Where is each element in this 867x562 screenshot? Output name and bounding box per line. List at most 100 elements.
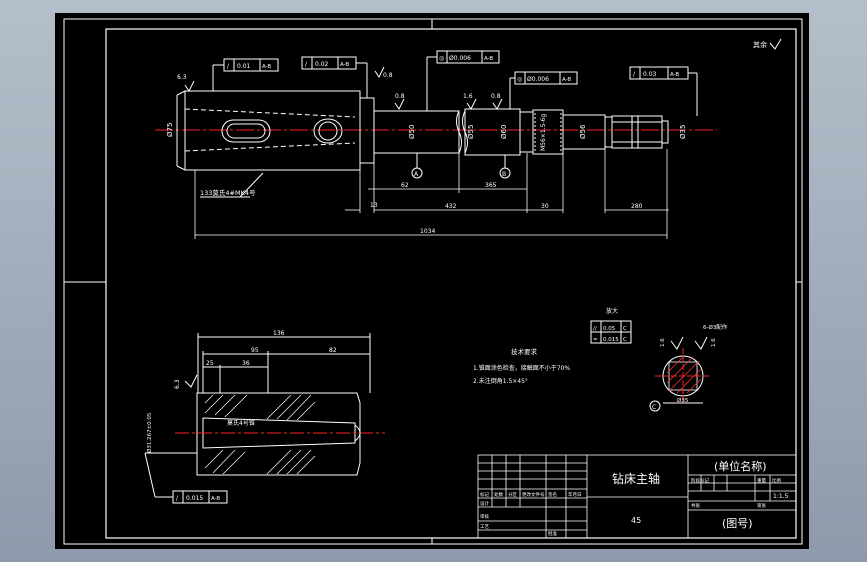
svg-text:B: B [502,171,506,178]
svg-text:A: A [414,171,419,178]
svg-text:/: / [227,63,230,70]
svg-text:签名: 签名 [548,491,557,498]
svg-text:0.01: 0.01 [237,63,251,70]
svg-text:1.6: 1.6 [711,338,717,347]
svg-text:Ø35: Ø35 [677,397,689,404]
diam-s2: Ø55 [467,125,475,139]
svg-text:0.02: 0.02 [315,61,329,68]
section-label: 放大 [606,307,618,315]
svg-text:设计: 设计 [480,500,489,507]
svg-text:A-B: A-B [670,72,679,78]
thread-spec: M56×1.5-6g [540,114,547,151]
svg-text:工艺: 工艺 [480,524,489,530]
taper-note: 133莫氏4#MK4号 [200,188,256,197]
svg-text:分区: 分区 [508,491,517,498]
datum-a [411,167,423,179]
company-name: (单位名称) [714,459,767,473]
technical-notes: 技术要求 1.锥面涂色检查，接触面不小于70% 2.未注倒角1.5×45° [473,347,570,385]
spline-section [611,115,663,149]
diam-s3: Ø60 [500,125,508,139]
material: 45 [631,516,641,525]
scale: 1:1.5 [773,493,789,500]
dim-365: 365 [485,182,497,189]
svg-text:重量: 重量 [757,477,766,484]
diam-s5: Ø56 [579,124,587,139]
shaft-section-1 [373,110,460,154]
dim-432: 432 [445,203,457,210]
svg-text:标记: 标记 [480,491,489,498]
svg-text:年月日: 年月日 [568,491,582,498]
svg-text:A-B: A-B [211,496,220,502]
svg-text:Ø0.006: Ø0.006 [527,76,549,83]
roughness-corner-symbol [769,38,782,50]
svg-text:136: 136 [273,330,285,337]
drawing-sheet[interactable]: 其余 Ø75 [55,13,809,549]
svg-text:36: 36 [242,360,250,367]
outer-frame [63,18,803,545]
tol-frame-4: ◎ Ø0.006 A-B [509,71,578,109]
section-view: 放大 // 0.05 C = 0.015 C 1.6 1.6 6-Ø3配作 Ø3… [590,307,728,412]
roughness-symbols [184,66,503,110]
svg-text:处数: 处数 [494,491,503,498]
diam-left: Ø75 [166,123,174,137]
svg-text:C: C [623,326,627,332]
svg-text:A-B: A-B [484,56,493,62]
detail-view: 136 95 82 25 36 莫氏4号锥 6.3 Ø31.267±0.05 /… [144,330,385,504]
svg-text:25: 25 [206,360,214,367]
svg-text:A-B: A-B [340,62,349,68]
svg-text:82: 82 [329,347,337,354]
tol-frame-5: / 0.03 A-B [629,66,698,116]
svg-text:/: / [176,495,179,502]
tol-frame-3: ◎ Ø0.006 A-B [426,50,500,111]
tol-frame-2: / 0.02 A-B [301,56,368,98]
dim-30: 30 [541,203,549,210]
svg-text:共张: 共张 [691,502,700,509]
detail-hatching [204,394,316,475]
svg-text:◎: ◎ [517,76,522,83]
svg-text:◎: ◎ [439,55,444,62]
svg-text:1.6: 1.6 [660,338,666,347]
dim-62: 62 [401,182,409,189]
shaft-main-view [155,90,717,171]
roughness-corner-note: 其余 [753,40,767,49]
cross-hole [313,118,343,144]
diam-s1: Ø50 [408,125,416,139]
rough-1: 6.3 [177,74,187,81]
svg-text:=: = [593,337,598,343]
tech-note-2: 2.未注倒角1.5×45° [473,377,528,385]
svg-text:0.05: 0.05 [603,326,616,332]
svg-text:第张: 第张 [757,502,766,509]
svg-text:0.015: 0.015 [603,337,619,343]
inner-frame [105,28,797,539]
drawing-canvas: 其余 Ø75 [63,18,803,545]
svg-text:阶段标记: 阶段标记 [691,477,709,484]
svg-text:C: C [623,337,627,343]
tech-note-1: 1.锥面涂色检查，接触面不小于70% [473,364,570,372]
svg-text:更改文件号: 更改文件号 [522,491,545,498]
rough-2: 0.8 [383,72,393,79]
svg-text:/: / [633,71,636,78]
dimension-lines [194,149,669,239]
svg-text:Ø0.006: Ø0.006 [449,55,471,62]
drift-slot [221,119,271,143]
svg-text:批准: 批准 [548,530,557,537]
svg-text:0.03: 0.03 [643,71,657,78]
svg-text:审核: 审核 [480,513,489,520]
rough-3: 0.8 [395,93,405,100]
datum-b [499,167,511,179]
svg-text:A-B: A-B [262,64,271,70]
dim-total-length: 1034 [420,228,435,235]
svg-text:比例: 比例 [772,477,781,484]
rough-4: 1.6 [463,93,473,100]
title-block [477,454,797,539]
svg-text:6.3: 6.3 [174,379,181,389]
svg-text:95: 95 [251,347,259,354]
dim-280: 280 [631,203,643,210]
diam-s6: Ø35 [679,125,687,139]
dim-13: 13 [370,202,378,209]
svg-text:/: / [305,61,308,68]
svg-text:C: C [652,404,656,411]
svg-text://: // [593,326,597,332]
thread-section [532,109,564,155]
